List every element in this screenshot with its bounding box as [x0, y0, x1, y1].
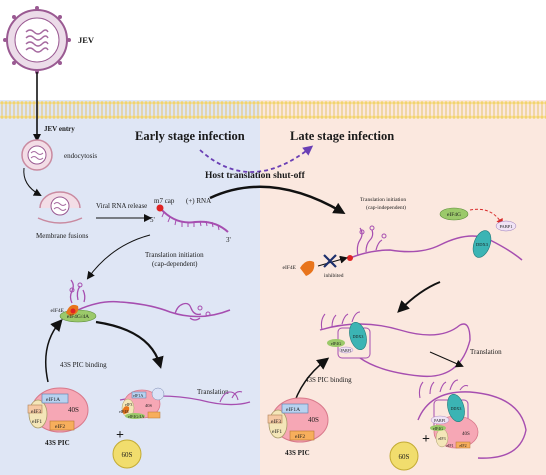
mini-eif4g-label: eIF4G/4A	[128, 414, 144, 419]
right-eif1-label: eIF1	[446, 443, 453, 448]
pic-binding-label-early: 43S PIC binding	[60, 361, 107, 369]
viral-plus-rna	[156, 204, 229, 233]
right-eif2-label: eIF2	[459, 443, 466, 448]
plus-rna-label: (+) RNA	[186, 197, 211, 205]
mini-40s-label: 40S	[145, 403, 153, 408]
forty-s-label-early: 40S	[68, 406, 79, 414]
membrane-fusions-label: Membrane fusions	[36, 232, 89, 240]
cap-dep-label-2: (cap-dependent)	[152, 260, 198, 268]
eif4g-free-label: eIF4G	[447, 212, 461, 218]
right-ddx3-label: DDX3	[451, 406, 462, 411]
pic-label-early: 43S PIC	[45, 439, 70, 447]
early-stage-title: Early stage infection	[135, 129, 245, 143]
viral-rna-release-label: Viral RNA release	[96, 202, 147, 210]
eif2-label-early: eIF2	[55, 424, 65, 430]
right-eif3-label: eIF3	[438, 436, 445, 441]
eif3-label-late: eIF3	[271, 419, 281, 425]
inhibited-label: inhibited	[324, 273, 344, 279]
late-initiation-complex	[319, 311, 471, 378]
cap-independent-arrow	[209, 185, 346, 215]
pic-complex-late	[267, 397, 329, 443]
endocytosis-vesicle-icon	[21, 139, 53, 171]
ddx3-protein-top	[472, 230, 492, 258]
eif4e-protein-late	[300, 260, 315, 276]
cap-indep-label-2: (cap-independent)	[366, 204, 406, 211]
forty-s-label-late: 40S	[308, 416, 319, 424]
mini-eif3-label: eIF3	[125, 402, 132, 407]
translation-complex-early	[119, 387, 251, 419]
mid-ddx3-label: DDX3	[353, 334, 364, 339]
entry-label: JEV entry	[44, 125, 75, 133]
translation-arrow-late	[429, 351, 464, 368]
late-binding-arrow	[397, 281, 441, 313]
late-rna-structure	[347, 225, 523, 261]
cell-membrane	[0, 100, 546, 120]
right-eif4g-label: eIF4G	[433, 426, 443, 431]
eif4e-label-early: eIF4E	[51, 308, 65, 314]
pabp1-protein-top	[495, 220, 517, 232]
translation-label-late: Translation	[470, 348, 502, 356]
eif1-label-late: eIF1	[272, 429, 282, 435]
pic-binding-label-late: 43S PIC binding	[305, 376, 352, 384]
eif1-label-early: eIF1	[32, 419, 42, 425]
right-pabp-label: PABP1	[434, 418, 446, 423]
capped-rna-structure	[69, 279, 231, 321]
membrane-fusion-icon	[37, 191, 83, 224]
ddx3-label-top: DDX3	[476, 242, 489, 247]
m7cap-label: m7 cap	[154, 197, 175, 205]
jev-virus-icon	[3, 6, 71, 74]
eif3-label-early: eIF3	[31, 409, 41, 415]
virus-label: JEV	[78, 35, 95, 45]
eif1a-label-early: eIF1A	[46, 397, 60, 403]
pic-complex-early	[27, 387, 89, 433]
pabp1-label-top: PABP1	[499, 224, 512, 229]
sixty-s-subunit-late	[389, 441, 419, 471]
translation-complex-late	[417, 379, 527, 459]
late-stage-title: Late stage infection	[290, 129, 394, 143]
three-prime-label: 3'	[226, 236, 231, 244]
fusion-arrow	[23, 167, 42, 196]
eif2-label-late: eIF2	[295, 434, 305, 440]
translation-arrow-early	[95, 320, 164, 369]
mid-eif4g-label: eIF4G	[331, 341, 341, 346]
sixty-s-label-early: 60S	[122, 451, 133, 459]
translation-label-early: Translation	[197, 388, 229, 396]
pic-binding-arrow-early	[45, 318, 63, 383]
stage-transition-arrow	[199, 145, 314, 173]
mini-eif4e-label: eIF4E	[119, 409, 129, 414]
eif4e-label-late: eIF4E	[283, 265, 297, 271]
eif4g4a-label: eIF4G/4A	[67, 314, 89, 320]
cap-dependent-arrow	[86, 234, 151, 280]
plus-sign-late: +	[422, 432, 430, 447]
inhibited-x-icon	[323, 254, 337, 268]
cap-indep-label-1: Translation initiation	[360, 197, 406, 203]
five-prime-label: 5'	[150, 216, 155, 224]
host-shutoff-label: Host translation shut-off	[205, 171, 306, 181]
cap-dep-label-1: Translation initiation	[145, 251, 204, 259]
mini-eif1a-label: eIF1A	[133, 393, 143, 398]
sixty-s-label-late: 60S	[399, 453, 410, 461]
eif1a-label-late: eIF1A	[286, 407, 300, 413]
right-40s-label: 40S	[462, 432, 470, 437]
pic-label-late: 43S PIC	[285, 449, 310, 457]
mid-pabp-label: PABP1	[340, 349, 351, 353]
endocytosis-label: endocytosis	[64, 152, 97, 160]
sixty-s-subunit-early	[112, 439, 142, 469]
plus-sign-early: +	[116, 428, 124, 443]
eif4g-free-protein	[439, 207, 469, 221]
